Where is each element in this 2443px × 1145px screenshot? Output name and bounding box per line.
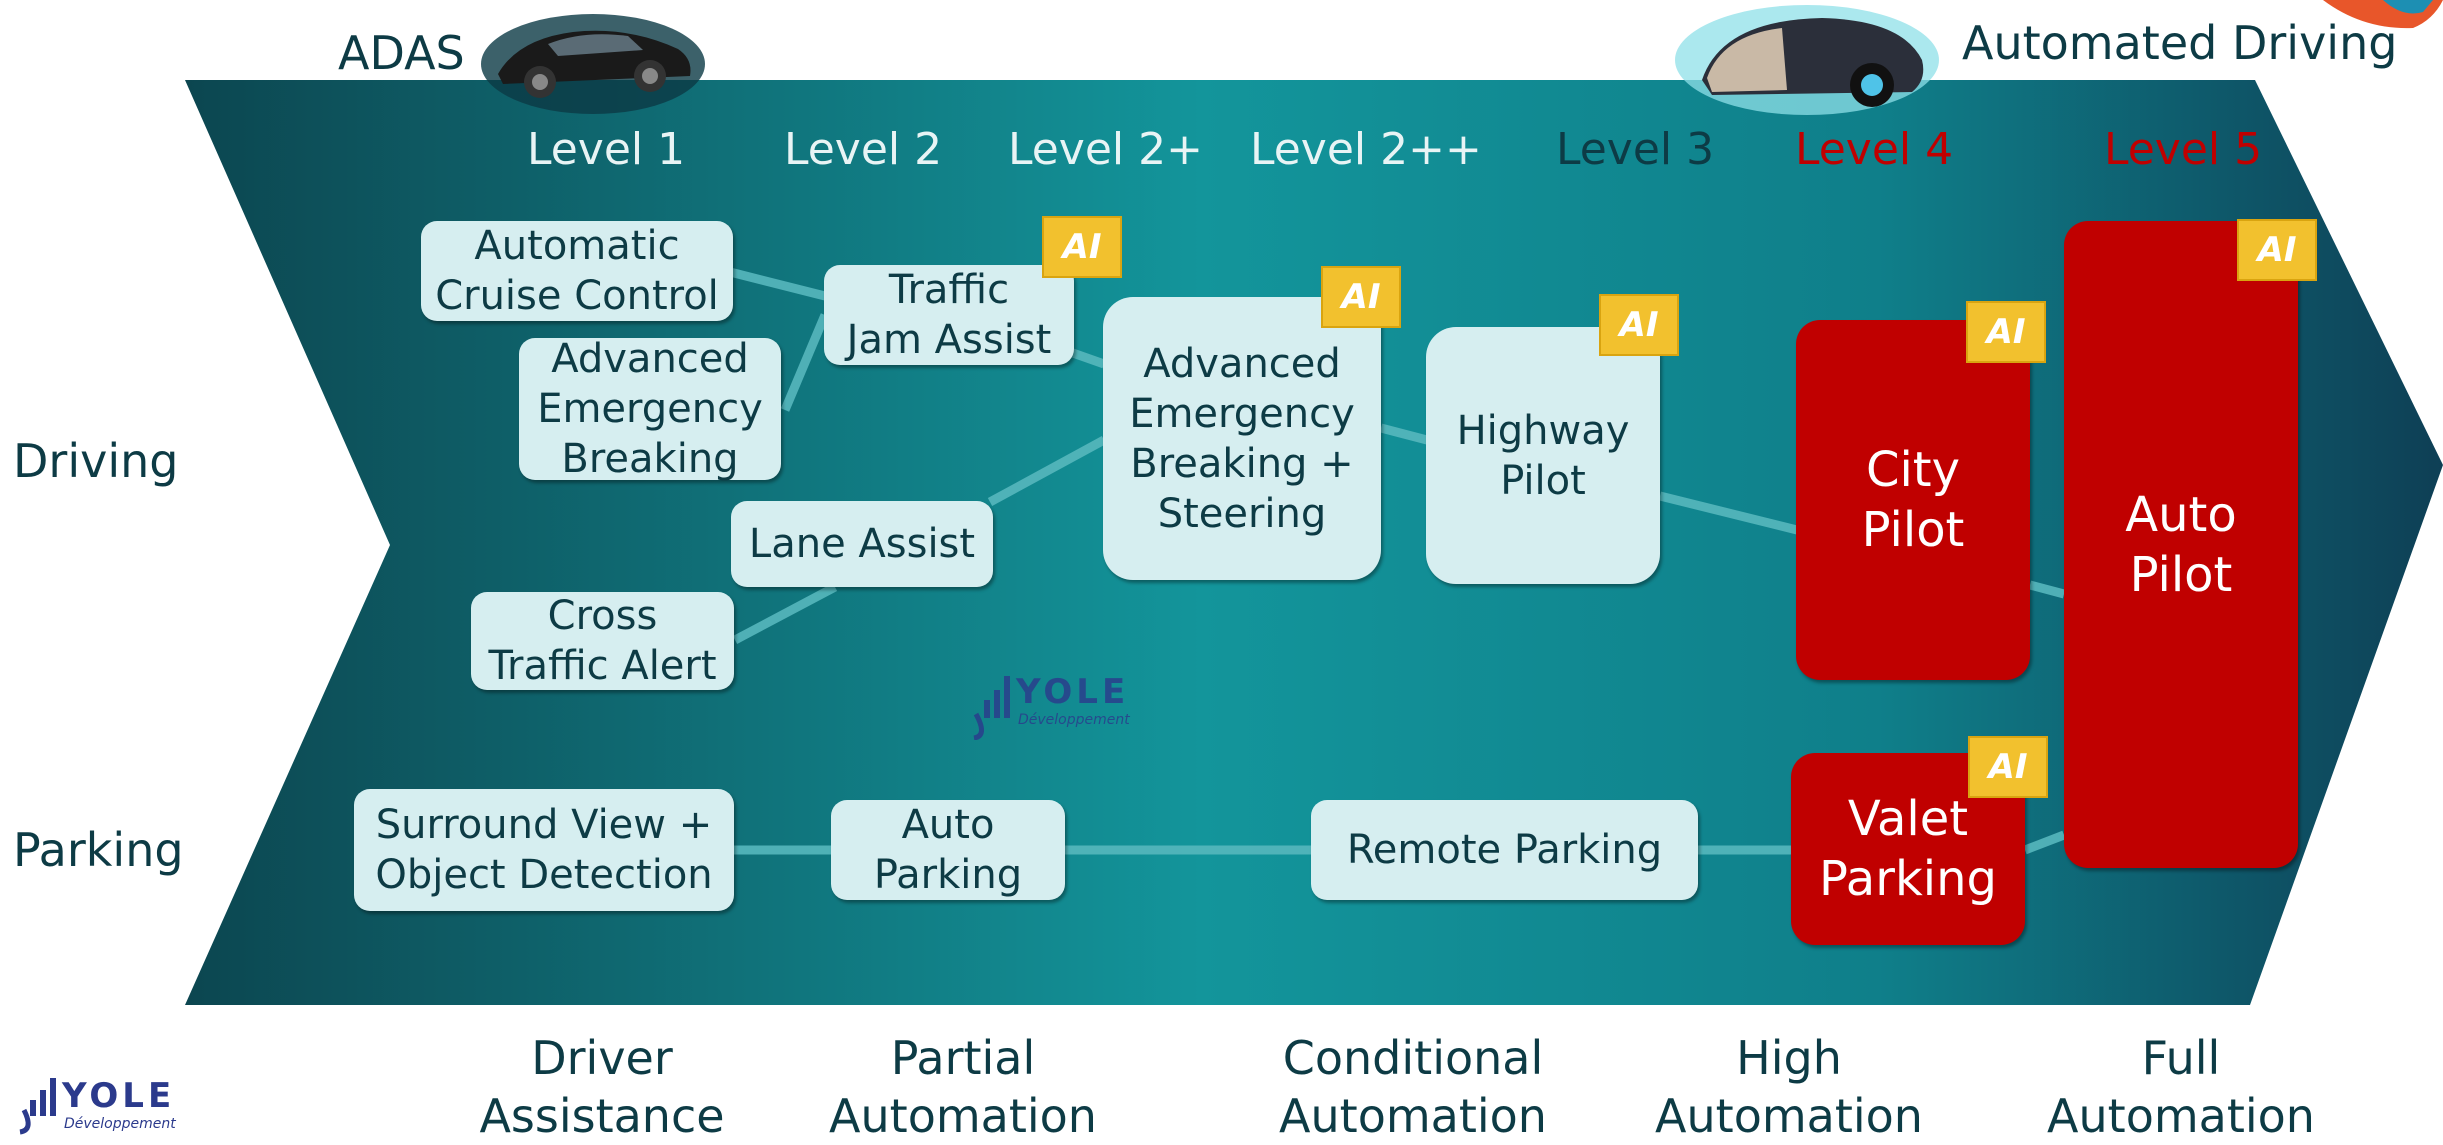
center-watermark-sub: Développement (1018, 712, 1130, 728)
concept-car-image (1675, 5, 1939, 115)
category-high-automation: High Automation (1655, 1031, 1923, 1143)
ai-badge-valet-parking: AI (1968, 736, 2048, 798)
feature-traffic-jam-assist: Traffic Jam Assist (824, 265, 1074, 365)
feature-surround-view-object-detection: Surround View + Object Detection (354, 789, 734, 911)
corner-logo: YOLE Développement (16, 1072, 186, 1136)
yole-mark-icon (973, 676, 1010, 740)
category-driver-assistance: Driver Assistance (479, 1031, 725, 1143)
sports-car-image (481, 14, 705, 114)
ai-badge-traffic-jam: AI (1042, 216, 1122, 278)
level-3-label: Level 3 (1556, 124, 1715, 175)
feature-lane-assist: Lane Assist (731, 501, 993, 587)
feature-highway-pilot: Highway Pilot (1426, 327, 1660, 584)
row-label-driving: Driving (13, 434, 179, 488)
category-conditional-automation: Conditional Automation (1279, 1031, 1547, 1143)
level-2-plus-plus-label: Level 2++ (1250, 124, 1482, 175)
automated-driving-label: Automated Driving (1962, 16, 2398, 70)
category-partial-automation: Partial Automation (829, 1031, 1097, 1143)
level-1-label: Level 1 (527, 124, 686, 175)
feature-advanced-emergency-breaking: Advanced Emergency Breaking (519, 336, 781, 482)
feature-city-pilot: City Pilot (1796, 320, 2030, 680)
connector-lines (728, 267, 2066, 855)
level-5-label: Level 5 (2104, 124, 2263, 175)
ai-badge-auto-pilot: AI (2237, 219, 2317, 281)
ai-badge-city-pilot: AI (1966, 301, 2046, 363)
category-full-automation: Full Automation (2047, 1031, 2315, 1143)
feature-auto-parking: Auto Parking (831, 800, 1065, 900)
feature-aeb-plus-steering: Advanced Emergency Breaking + Steering (1103, 297, 1381, 580)
feature-cross-traffic-alert: Cross Traffic Alert (471, 592, 734, 690)
ai-badge-highway-pilot: AI (1599, 294, 1679, 356)
level-2-label: Level 2 (784, 124, 943, 175)
ai-badge-aeb-steering: AI (1321, 266, 1401, 328)
corner-logo-shape (2323, 0, 2443, 29)
row-label-parking: Parking (13, 823, 184, 877)
feature-auto-pilot: Auto Pilot (2064, 221, 2298, 868)
feature-automatic-cruise-control: Automatic Cruise Control (421, 221, 733, 321)
feature-remote-parking: Remote Parking (1311, 800, 1698, 900)
level-4-label: Level 4 (1795, 124, 1954, 175)
adas-label: ADAS (338, 26, 465, 80)
yole-logo-icon (19, 1078, 56, 1135)
center-watermark: YOLE Développement (968, 664, 1138, 744)
corner-logo-brand: YOLE (62, 1076, 176, 1116)
center-watermark-brand: YOLE (1016, 672, 1130, 712)
level-2-plus-label: Level 2+ (1008, 124, 1203, 175)
corner-logo-sub: Développement (64, 1116, 176, 1132)
